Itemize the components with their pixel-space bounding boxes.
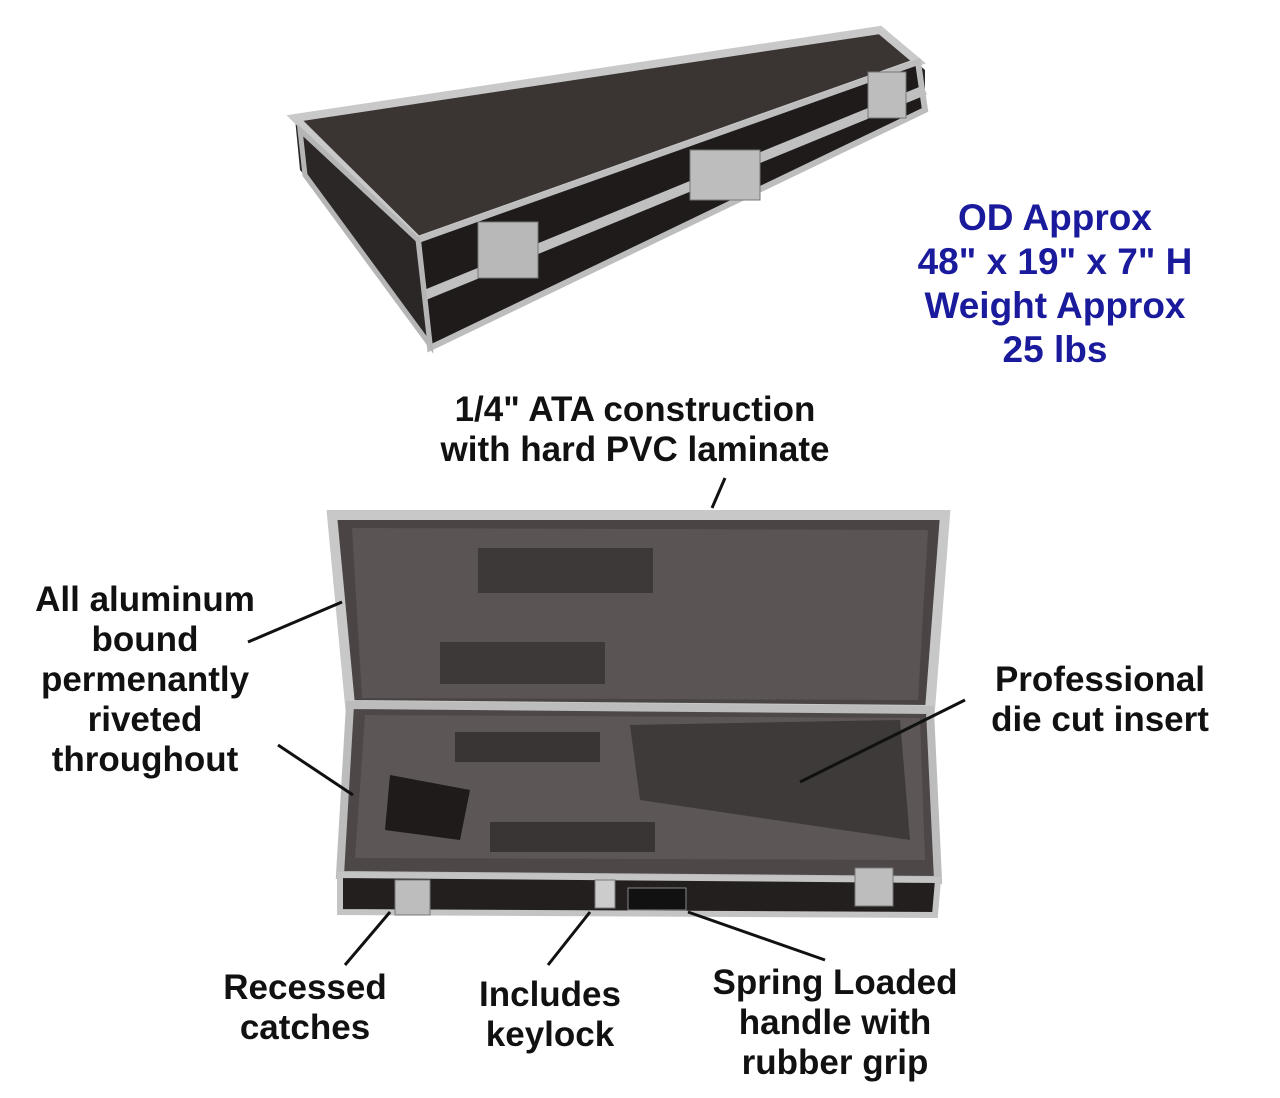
leader-lines xyxy=(247,477,966,966)
callout-construction: 1/4" ATA construction with hard PVC lami… xyxy=(405,390,865,470)
callout-text: Includes xyxy=(479,975,621,1014)
callout-text: throughout xyxy=(51,740,239,779)
callout-handle: Spring Loaded handle with rubber grip xyxy=(690,963,980,1083)
callout-text: with hard PVC laminate xyxy=(440,430,830,469)
callout-text: Recessed xyxy=(223,968,387,1007)
callout-text: Professional xyxy=(994,660,1206,699)
dimensions-spec: OD Approx 48" x 19" x 7" H Weight Approx… xyxy=(880,196,1230,372)
open-case-image xyxy=(326,510,951,919)
callout-text: 1/4" ATA construction xyxy=(454,390,816,429)
guitar-cutout xyxy=(630,720,910,840)
callout-text: bound xyxy=(91,620,199,659)
callout-insert: Professional die cut insert xyxy=(970,660,1230,740)
callout-text: keylock xyxy=(485,1015,615,1054)
closed-case-image xyxy=(286,25,929,355)
spec-line: OD Approx xyxy=(958,197,1152,238)
keylock-icon xyxy=(689,149,761,201)
callout-text: handle with xyxy=(738,1003,932,1042)
callout-text: All aluminum xyxy=(35,580,255,619)
callout-catches: Recessed catches xyxy=(200,968,410,1048)
callout-aluminum: All aluminum bound permenantly riveted t… xyxy=(10,580,280,780)
spec-line: 48" x 19" x 7" H xyxy=(917,241,1193,282)
callout-text: catches xyxy=(239,1008,371,1047)
callout-text: permenantly xyxy=(40,660,250,699)
callout-text: Spring Loaded xyxy=(712,963,958,1002)
callout-text: riveted xyxy=(87,700,203,739)
spec-line: Weight Approx xyxy=(924,285,1186,326)
spec-line: 25 lbs xyxy=(1002,329,1108,370)
catch-icon xyxy=(477,221,539,279)
callout-text: rubber grip xyxy=(741,1043,929,1082)
callout-keylock: Includes keylock xyxy=(455,975,645,1055)
callout-text: die cut insert xyxy=(991,700,1209,739)
